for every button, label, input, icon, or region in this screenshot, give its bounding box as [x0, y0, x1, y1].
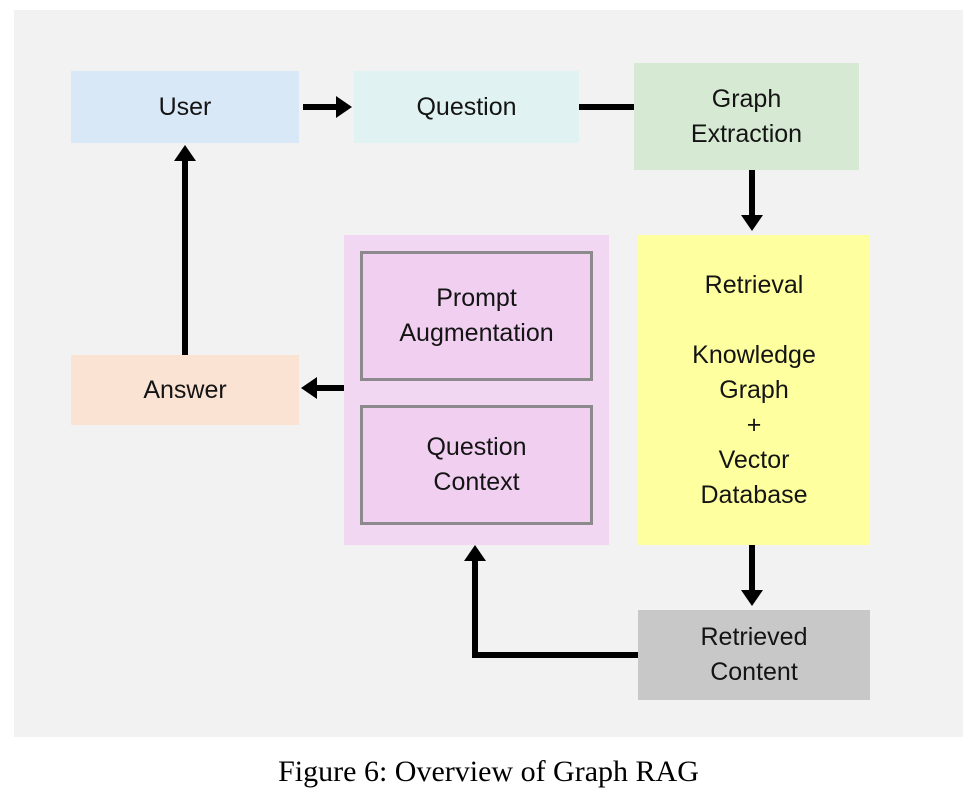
arrow-prompt-group-to-answer-head — [301, 377, 317, 399]
node-question-context: Question Context — [360, 405, 593, 525]
node-retrieval: Retrieval Knowledge Graph + Vector Datab… — [638, 235, 870, 545]
arrow-retrieved-content-to-prompt-group-head — [464, 545, 486, 561]
arrow-user-to-question-head — [336, 96, 352, 118]
arrow-retrieved-content-to-prompt-group-vertical-shaft — [472, 561, 478, 658]
arrow-graph-extraction-to-retrieval-shaft — [749, 170, 755, 216]
arrow-retrieval-to-retrieved-content-shaft — [749, 545, 755, 591]
node-question: Question — [354, 71, 579, 143]
arrow-retrieval-to-retrieved-content-head — [741, 590, 763, 606]
arrow-prompt-group-to-answer-shaft — [317, 385, 344, 391]
figure-caption: Figure 6: Overview of Graph RAG — [278, 755, 699, 788]
node-prompt-augmentation: Prompt Augmentation — [360, 251, 593, 381]
node-prompt-group: Prompt Augmentation Question Context — [344, 235, 609, 545]
node-graph-extraction: Graph Extraction — [634, 63, 859, 170]
line-question-to-graph-extraction — [579, 104, 634, 110]
arrow-answer-to-user-head — [174, 145, 196, 161]
node-user: User — [71, 71, 299, 143]
arrow-retrieved-content-to-prompt-group-horizontal-shaft — [472, 652, 638, 658]
arrow-graph-extraction-to-retrieval-head — [741, 215, 763, 231]
node-answer: Answer — [71, 355, 299, 425]
arrow-answer-to-user-shaft — [182, 160, 188, 355]
arrow-user-to-question-shaft — [303, 104, 337, 110]
node-retrieved-content: Retrieved Content — [638, 610, 870, 700]
diagram-panel: User Question Graph Extraction Retrieval… — [14, 10, 963, 737]
